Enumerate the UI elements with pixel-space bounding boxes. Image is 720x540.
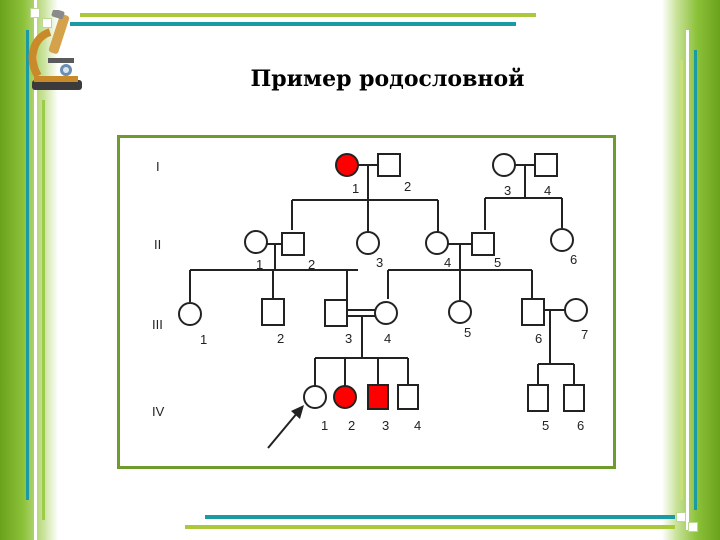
frame-corner-square xyxy=(30,8,40,18)
individual-label: 2 xyxy=(308,257,315,272)
individual-label: 6 xyxy=(535,331,542,346)
individual-label: 3 xyxy=(376,255,383,270)
gen2-female-1 xyxy=(244,230,268,254)
gen4-male-4 xyxy=(397,384,419,410)
proband-arrow xyxy=(267,405,304,449)
frame-line xyxy=(686,30,689,530)
individual-label: 1 xyxy=(200,332,207,347)
gen1-female-3 xyxy=(492,153,516,177)
individual-label: 3 xyxy=(504,183,511,198)
gen3-female-4 xyxy=(374,301,398,325)
individual-label: 5 xyxy=(494,255,501,270)
bottom-accent-line xyxy=(205,515,675,519)
individual-label: 2 xyxy=(348,418,355,433)
frame-line xyxy=(694,50,697,510)
pedigree-panel: I II III IV 1 2 3 4 1 2 3 4 5 6 1 2 3 4 … xyxy=(117,135,616,469)
frame-line xyxy=(26,30,29,500)
individual-label: 6 xyxy=(570,252,577,267)
gen3-female-1 xyxy=(178,302,202,326)
microscope-icon xyxy=(28,10,82,90)
frame-corner-square xyxy=(676,512,686,522)
individual-label: 1 xyxy=(256,257,263,272)
individual-label: 1 xyxy=(352,181,359,196)
pedigree-chart: I II III IV 1 2 3 4 1 2 3 4 5 6 1 2 3 4 … xyxy=(152,153,588,449)
frame-corner-square xyxy=(42,18,52,28)
individual-label: 2 xyxy=(404,179,411,194)
slide-title: Пример родословной xyxy=(250,66,525,92)
gen4-male-6 xyxy=(563,384,585,412)
frame-corner-square xyxy=(688,522,698,532)
individual-label: 1 xyxy=(321,418,328,433)
generation-label: IV xyxy=(152,404,165,419)
gen4-male-3-affected xyxy=(367,384,389,410)
individual-label: 4 xyxy=(384,331,391,346)
gen3-female-5 xyxy=(448,300,472,324)
gen4-female-1-proband xyxy=(303,385,327,409)
individual-label: 5 xyxy=(542,418,549,433)
individual-label: 4 xyxy=(444,255,451,270)
pedigree-lines xyxy=(189,164,575,386)
individual-label: 4 xyxy=(544,183,551,198)
frame-line xyxy=(680,60,683,500)
gen2-female-4 xyxy=(425,231,449,255)
gen3-male-3 xyxy=(324,299,348,327)
right-frame-band xyxy=(662,0,720,540)
top-accent-line xyxy=(70,22,516,26)
individual-label: 3 xyxy=(382,418,389,433)
generation-label: II xyxy=(154,237,161,252)
bottom-accent-line xyxy=(185,525,675,529)
generation-label: I xyxy=(156,159,160,174)
gen4-female-2-affected xyxy=(333,385,357,409)
individual-label: 6 xyxy=(577,418,584,433)
individual-label: 5 xyxy=(464,325,471,340)
gen2-male-5 xyxy=(471,232,495,256)
individual-label: 3 xyxy=(345,331,352,346)
gen2-male-2 xyxy=(281,232,305,256)
gen1-male-4 xyxy=(534,153,558,177)
gen1-male-2 xyxy=(377,153,401,177)
gen3-female-7 xyxy=(564,298,588,322)
individual-label: 2 xyxy=(277,331,284,346)
gen4-male-5 xyxy=(527,384,549,412)
gen2-female-3 xyxy=(356,231,380,255)
gen3-male-2 xyxy=(261,298,285,326)
frame-line xyxy=(34,0,37,540)
individual-label: 7 xyxy=(581,327,588,342)
generation-label: III xyxy=(152,317,163,332)
top-accent-line xyxy=(80,13,536,17)
gen3-male-6 xyxy=(521,298,545,326)
frame-line xyxy=(42,100,45,520)
gen2-female-6 xyxy=(550,228,574,252)
gen1-female-1-affected xyxy=(335,153,359,177)
individual-label: 4 xyxy=(414,418,421,433)
